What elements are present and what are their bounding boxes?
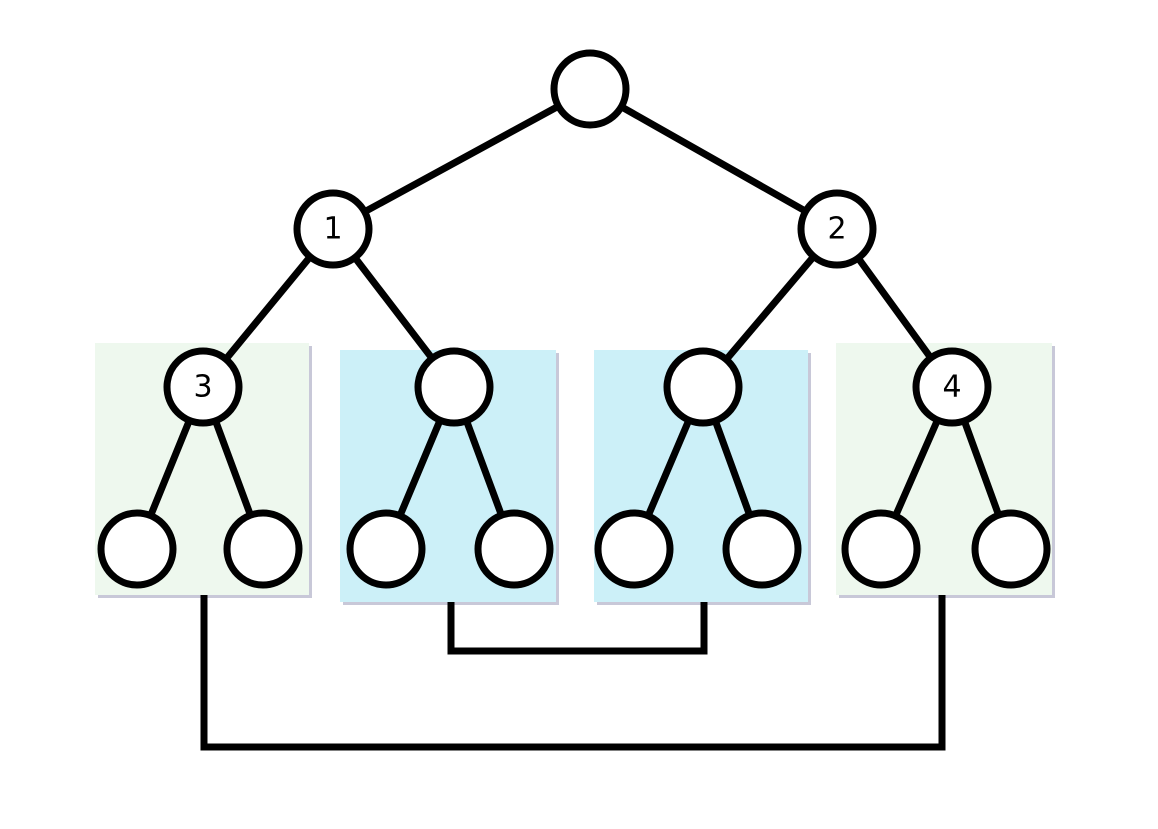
- tree-node-5: [414, 347, 494, 427]
- leaf-node-3: [346, 509, 426, 589]
- tree-node-root: [550, 49, 630, 129]
- tree-nodes: 1 2 3 4: [97, 49, 1051, 589]
- tree-node-1: 1: [293, 189, 373, 269]
- tree-node-6: [663, 347, 743, 427]
- leaf-node-8: [971, 509, 1051, 589]
- leaf-node-1: [97, 509, 177, 589]
- tree-node-2: 2: [797, 189, 877, 269]
- leaf-node-5: [594, 509, 674, 589]
- tree-node-3: 3: [163, 347, 243, 427]
- bracket-inner: [447, 602, 708, 655]
- edge-root-2: [586, 85, 841, 233]
- leaf-node-6: [722, 509, 802, 589]
- pairing-brackets: [200, 595, 946, 751]
- edge-root-1: [329, 85, 594, 233]
- leaf-node-7: [841, 509, 921, 589]
- node-label-2: 2: [827, 212, 846, 247]
- node-label-1: 1: [323, 212, 342, 247]
- node-label-3: 3: [193, 370, 212, 405]
- leaf-node-2: [223, 509, 303, 589]
- bracket-outer: [200, 595, 946, 751]
- tree-node-4: 4: [912, 347, 992, 427]
- node-label-4: 4: [942, 370, 961, 405]
- leaf-node-4: [474, 509, 554, 589]
